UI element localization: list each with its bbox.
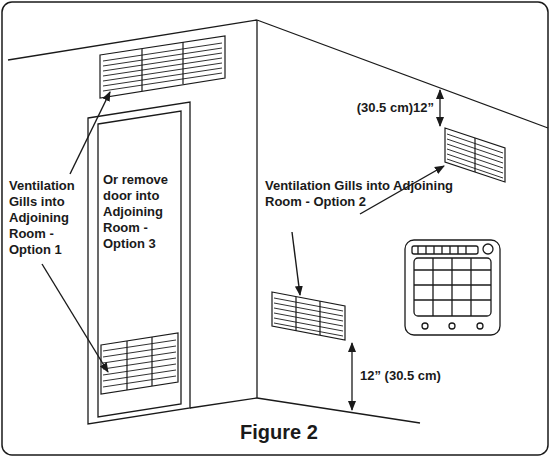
- door: [88, 102, 190, 424]
- callout-label: Ventilation Gills into Adjoining Room - …: [265, 178, 465, 210]
- room-walls: [8, 20, 548, 423]
- vent-upper-right: [445, 128, 505, 182]
- callout-label: Ventilation Gills into Adjoining Room - …: [9, 178, 91, 258]
- dimension-label: (30.5 cm)12”: [328, 100, 434, 116]
- vent-upper-left: [100, 36, 225, 98]
- figure-caption: Figure 2: [4, 420, 550, 444]
- callout-label: Or remove door into Adjoining Room - Opt…: [103, 172, 179, 252]
- vent-door: [101, 333, 178, 394]
- heater: [405, 240, 500, 335]
- dimension-lines: [352, 90, 440, 410]
- vent-lower-right: [272, 292, 345, 340]
- dimension-label: 12” (30.5 cm): [360, 368, 490, 384]
- leader-arrows: [42, 92, 444, 372]
